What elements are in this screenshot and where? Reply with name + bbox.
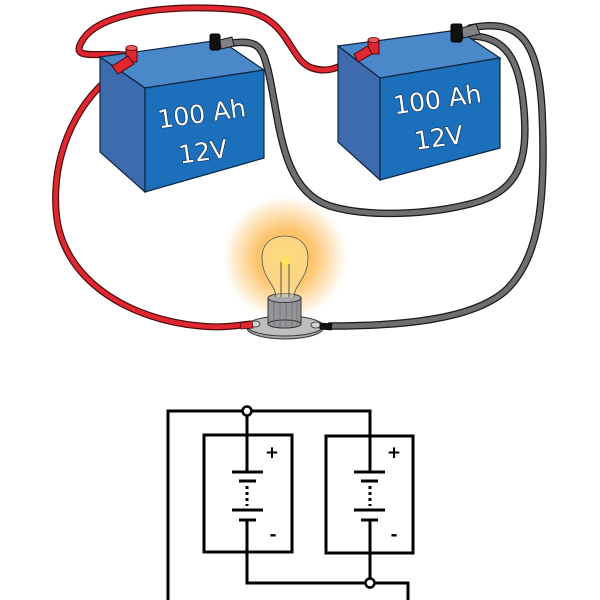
battery-2-negative-terminal: [450, 23, 481, 43]
pictorial-illustration: 100 Ah 12V 100 Ah 12V: [52, 4, 547, 340]
battery-2-front: [379, 57, 501, 181]
battery-1-front: [144, 69, 265, 193]
bulb-negative-connector: [319, 322, 333, 331]
bulb-filament-glow: [278, 255, 292, 269]
schematic-negative-junction: [364, 577, 376, 589]
positive-cables: [52, 4, 364, 331]
battery-2-positive-terminal: [353, 37, 380, 63]
negative-cables: [222, 21, 547, 330]
battery-1-negative-terminal: [209, 33, 235, 51]
schematic-battery-2-positive-symbol: +: [387, 443, 401, 463]
circuit-schematic: + - + -: [166, 405, 415, 600]
battery-1-voltage-label: 12V: [177, 134, 229, 170]
bulb-positive-connector: [239, 320, 254, 330]
schematic-battery-1-positive-symbol: +: [265, 443, 279, 463]
battery-2: 100 Ah 12V: [336, 23, 502, 182]
schematic-positive-bus: [166, 409, 372, 600]
schematic-positive-junction: [241, 405, 253, 417]
socket-screw-right: [310, 321, 322, 329]
schematic-battery-2-box: [324, 434, 415, 555]
schematic-battery-2-symbol: [354, 470, 385, 522]
light-bulb: [239, 235, 333, 340]
schematic-battery-1-negative-symbol: -: [269, 525, 276, 545]
battery-1-positive-terminal: [111, 45, 138, 75]
battery-1: 100 Ah 12V: [98, 33, 266, 194]
schematic-battery-2-negative-symbol: -: [390, 525, 397, 545]
schematic-battery-1-symbol: [232, 410, 263, 583]
